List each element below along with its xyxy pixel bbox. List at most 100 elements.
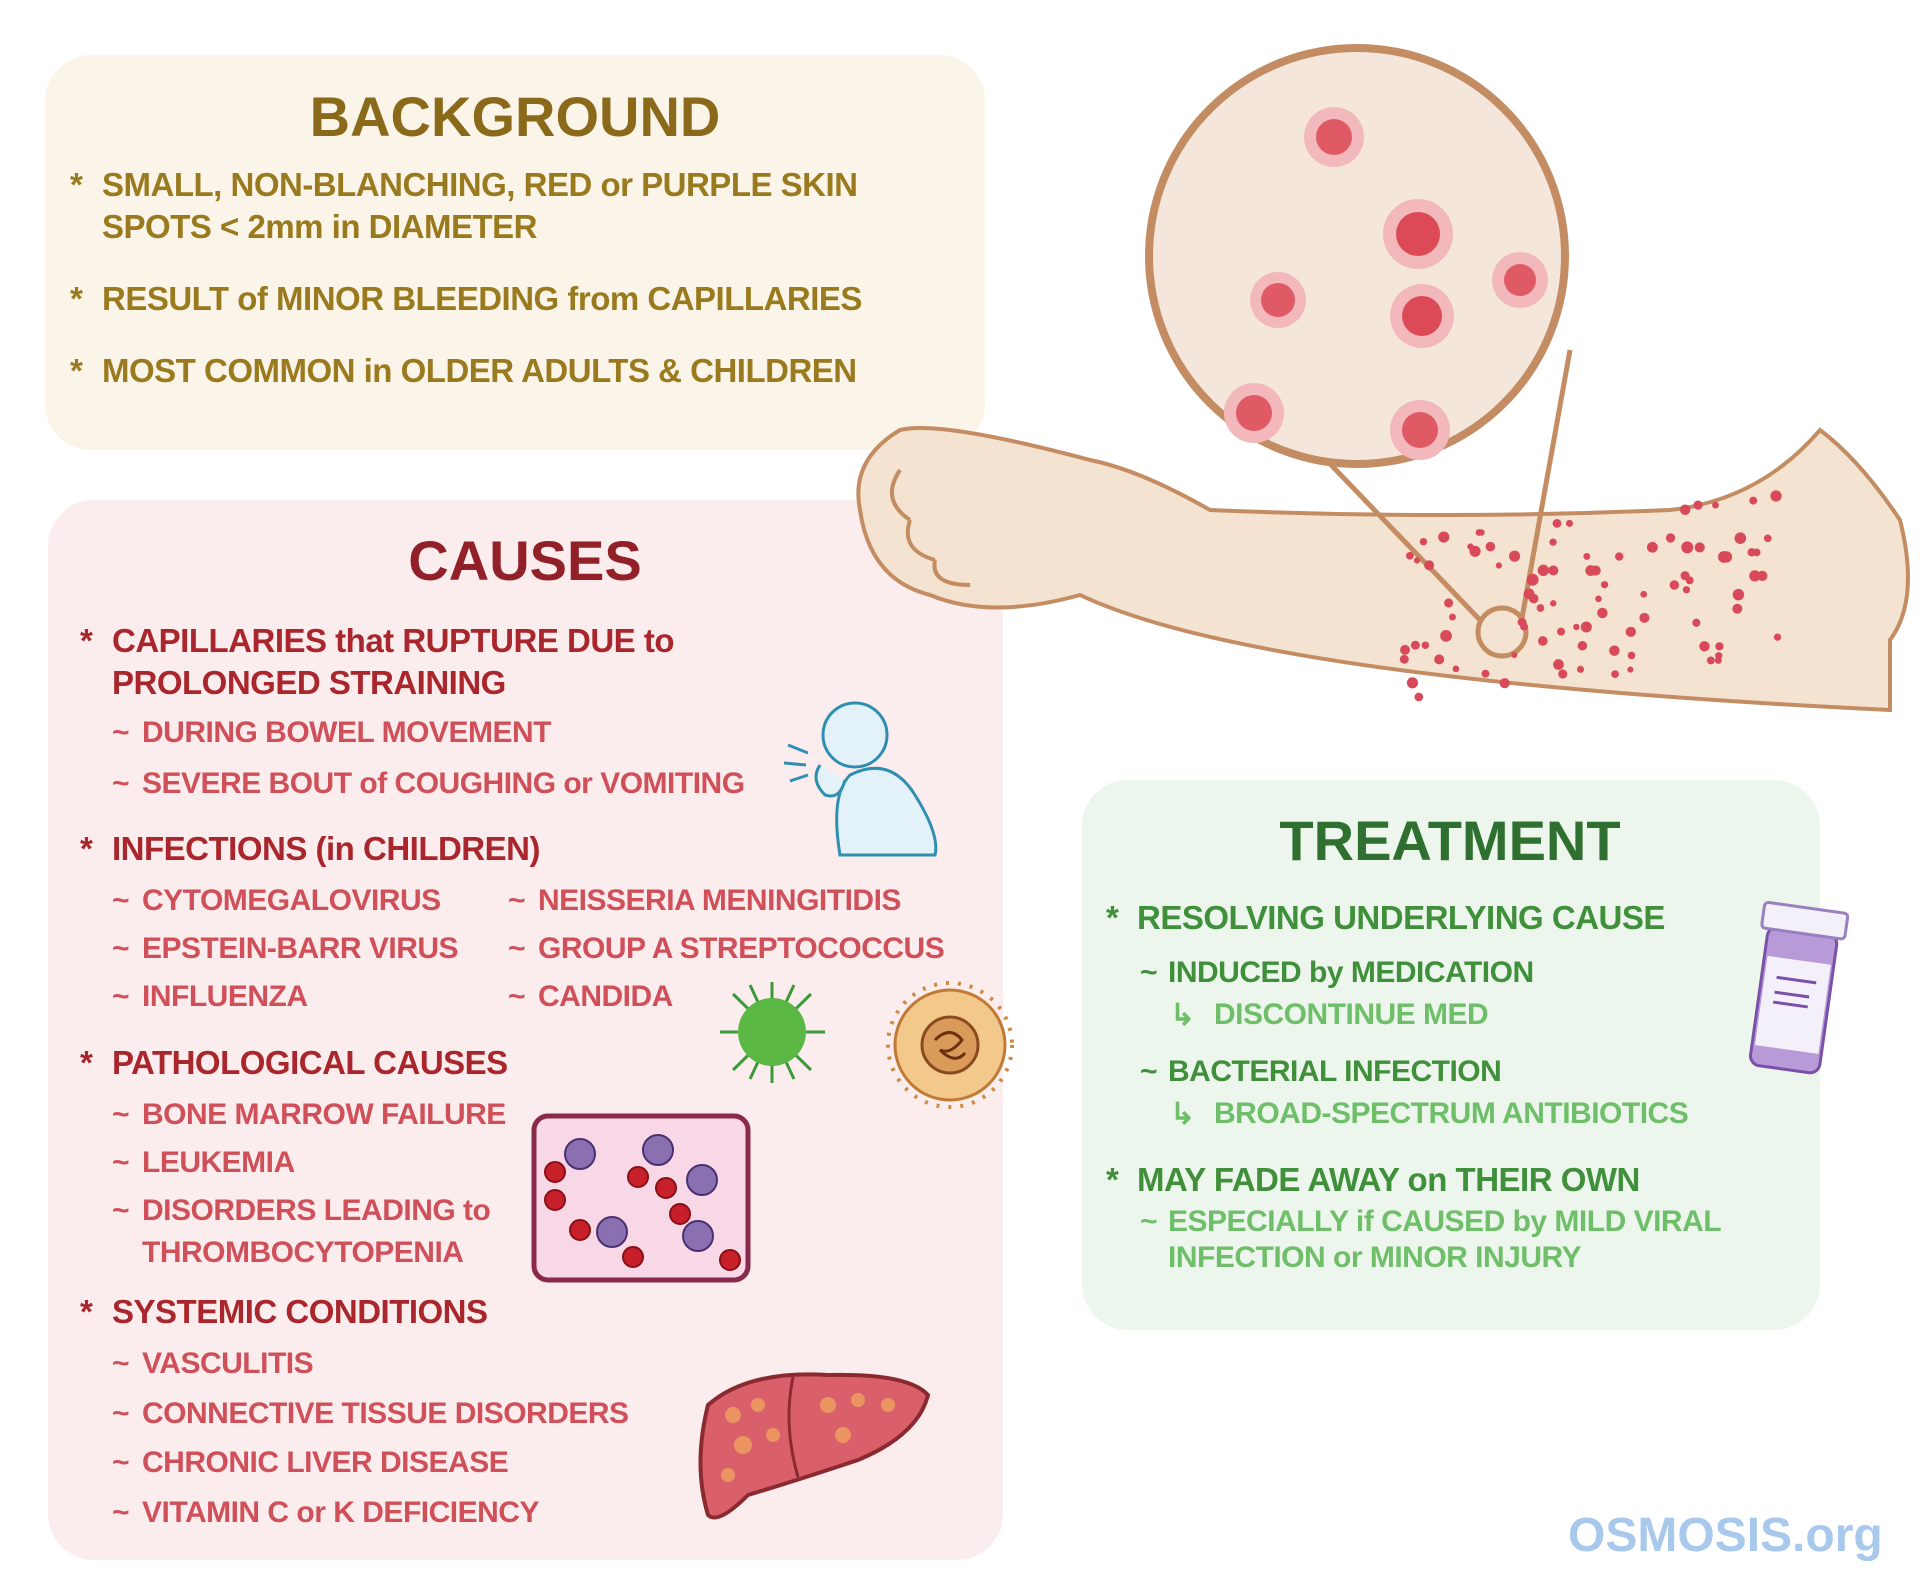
sub-marker: ~ (112, 1347, 130, 1380)
infection-item: INFLUENZA (142, 980, 308, 1013)
bullet-marker: * (80, 622, 93, 659)
petechia-dot (1414, 692, 1424, 702)
liver-illustration (698, 1372, 931, 1520)
cause-sub: VASCULITIS (142, 1347, 314, 1380)
petechia-dot (1615, 552, 1624, 561)
sub-marker: ~ (112, 884, 130, 917)
petechia-dot (1680, 571, 1690, 581)
cause-sub: CONNECTIVE TISSUE DISORDERS (142, 1397, 629, 1430)
petechia-dot (1438, 531, 1450, 543)
sub-marker: ~ (112, 1496, 130, 1529)
virus-particle-icon (886, 981, 1014, 1109)
petechia-dot (1692, 618, 1701, 627)
petechia-dot (1763, 534, 1772, 543)
petechia-dot (1452, 665, 1460, 673)
petechia-dot (1576, 665, 1585, 673)
bullet-marker: * (80, 830, 93, 867)
pill-bottle-icon (1749, 900, 1850, 1075)
cause-sub: DISORDERS LEADING to (142, 1194, 491, 1227)
petechia-dot (1715, 652, 1723, 660)
bullet-marker: * (80, 1044, 93, 1081)
treatment-panel (1082, 780, 1820, 1330)
sub-marker: ~ (112, 980, 130, 1013)
petechia-dot (1552, 518, 1562, 528)
infection-item: CANDIDA (538, 980, 673, 1013)
treatment-action-antibiotics: BROAD-SPECTRUM ANTIBIOTICS (1214, 1097, 1689, 1130)
petechia-dot (1573, 623, 1580, 631)
petechia-dot (1749, 496, 1758, 505)
petechia-dot (1682, 586, 1691, 594)
petechia-dot (1693, 500, 1703, 510)
sub-marker: ~ (1140, 1055, 1158, 1088)
petechia-dot (1681, 541, 1694, 554)
petechia-dot (1481, 669, 1490, 678)
cause-pathological: PATHOLOGICAL CAUSES (112, 1044, 508, 1081)
petechia-dot (1444, 598, 1454, 608)
petechia-dot (1548, 565, 1559, 576)
petechia-dot (1440, 630, 1452, 642)
petechia-dot (1406, 677, 1419, 689)
petechia-dot (1523, 588, 1535, 600)
petechia-dot (1747, 548, 1756, 557)
petechia-dot (1410, 640, 1420, 650)
cause-sub: VITAMIN C or K DEFICIENCY (142, 1496, 539, 1529)
petechia-dot (1699, 641, 1710, 652)
petechia-dot (1485, 541, 1496, 552)
petechia-dot (1449, 613, 1456, 621)
petechia-dot (1639, 612, 1650, 623)
sub-marker: ~ (112, 1098, 130, 1131)
petechia-dot (1600, 581, 1609, 589)
infection-item: GROUP A STREPTOCOCCUS (538, 932, 945, 965)
petechia-dot (1537, 564, 1550, 577)
treatment-bullet-2: MAY FADE AWAY on THEIR OWN (1137, 1161, 1640, 1198)
petechia-dot (1536, 604, 1545, 612)
petechia-dot (1400, 644, 1410, 655)
petechia-dot (1585, 565, 1597, 576)
sub-marker: ~ (1140, 956, 1158, 989)
petechia-dot (1511, 651, 1518, 658)
petechia-dot (1580, 621, 1592, 633)
petechia-dot (1405, 551, 1414, 560)
treatment-bullet-1: RESOLVING UNDERLYING CAUSE (1137, 899, 1665, 936)
petechia-dot (1679, 504, 1691, 515)
blood-smear-illustration (531, 1113, 751, 1283)
petechia-dot (1565, 519, 1574, 527)
cause-straining-cont: PROLONGED STRAINING (112, 664, 506, 701)
sub-marker: ~ (112, 1194, 130, 1227)
petechia-dot (1734, 532, 1747, 544)
background-bullet-1: SMALL, NON-BLANCHING, RED or PURPLE SKIN (102, 166, 858, 203)
sub-marker: ~ (112, 767, 130, 800)
petechia-dot (1549, 538, 1557, 546)
infection-item: NEISSERIA MENINGITIDIS (538, 884, 901, 917)
bullet-marker: * (70, 352, 83, 389)
cause-sub: DURING BOWEL MOVEMENT (142, 716, 551, 749)
petechia-dot (1665, 533, 1676, 543)
petechia-dot (1553, 659, 1564, 670)
cause-sub: BONE MARROW FAILURE (142, 1098, 506, 1131)
cause-infections: INFECTIONS (in CHILDREN) (112, 830, 540, 867)
background-panel (45, 55, 985, 450)
petechia-dot (1583, 552, 1591, 560)
petechia-dot (1538, 636, 1548, 646)
petechia-dot (1715, 642, 1724, 651)
treatment-sub-fade-cont: INFECTION or MINOR INJURY (1168, 1241, 1582, 1274)
petechia-dot (1413, 557, 1421, 564)
bullet-marker: * (1106, 1161, 1119, 1198)
petechia-dot (1495, 562, 1502, 569)
bullet-marker: * (80, 1293, 93, 1330)
causes-title: CAUSES (408, 529, 642, 592)
petechia-dot (1550, 600, 1557, 607)
petechia-dot (1577, 641, 1588, 651)
green-virus-icon (720, 982, 825, 1083)
petechia-dot (1556, 627, 1566, 636)
petechia-dot (1732, 588, 1745, 601)
petechia-dot (1627, 666, 1634, 673)
sub-marker: ~ (508, 932, 526, 965)
petechia-dot (1718, 551, 1730, 563)
infection-item: EPSTEIN-BARR VIRUS (142, 932, 459, 965)
petechia-dot (1625, 626, 1636, 638)
sub-marker: ~ (112, 716, 130, 749)
petechia-dot (1640, 590, 1648, 598)
background-title: BACKGROUND (309, 85, 721, 148)
sub-marker: ~ (112, 1446, 130, 1479)
